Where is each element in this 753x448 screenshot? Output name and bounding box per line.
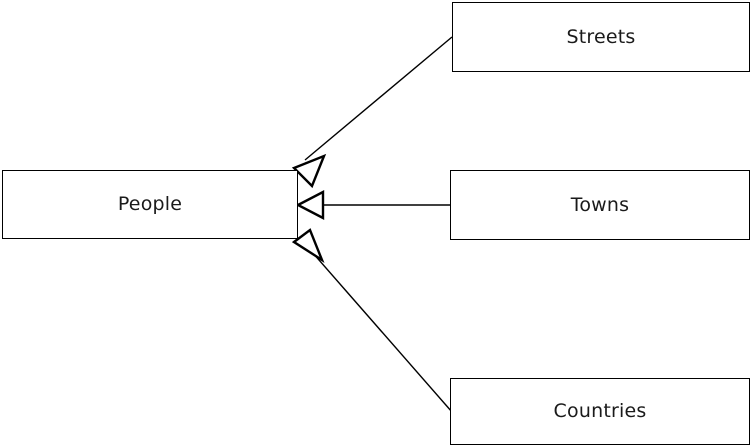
generalization-arrowhead-icon-countries [291,228,325,264]
entity-box-countries[interactable]: Countries [450,378,750,445]
entity-box-streets[interactable]: Streets [452,2,750,72]
entity-label-towns: Towns [570,193,630,216]
generalization-arrowhead-icon-towns [295,190,325,220]
entity-label-streets: Streets [566,25,636,48]
connector-streets-to-people [304,36,453,161]
generalization-arrowhead-icon-streets [291,153,327,189]
entity-box-people[interactable]: People [2,170,298,239]
entity-label-countries: Countries [553,400,647,422]
connector-countries-to-people [311,251,453,413]
entity-box-towns[interactable]: Towns [450,170,750,240]
entity-label-people: People [117,193,183,215]
